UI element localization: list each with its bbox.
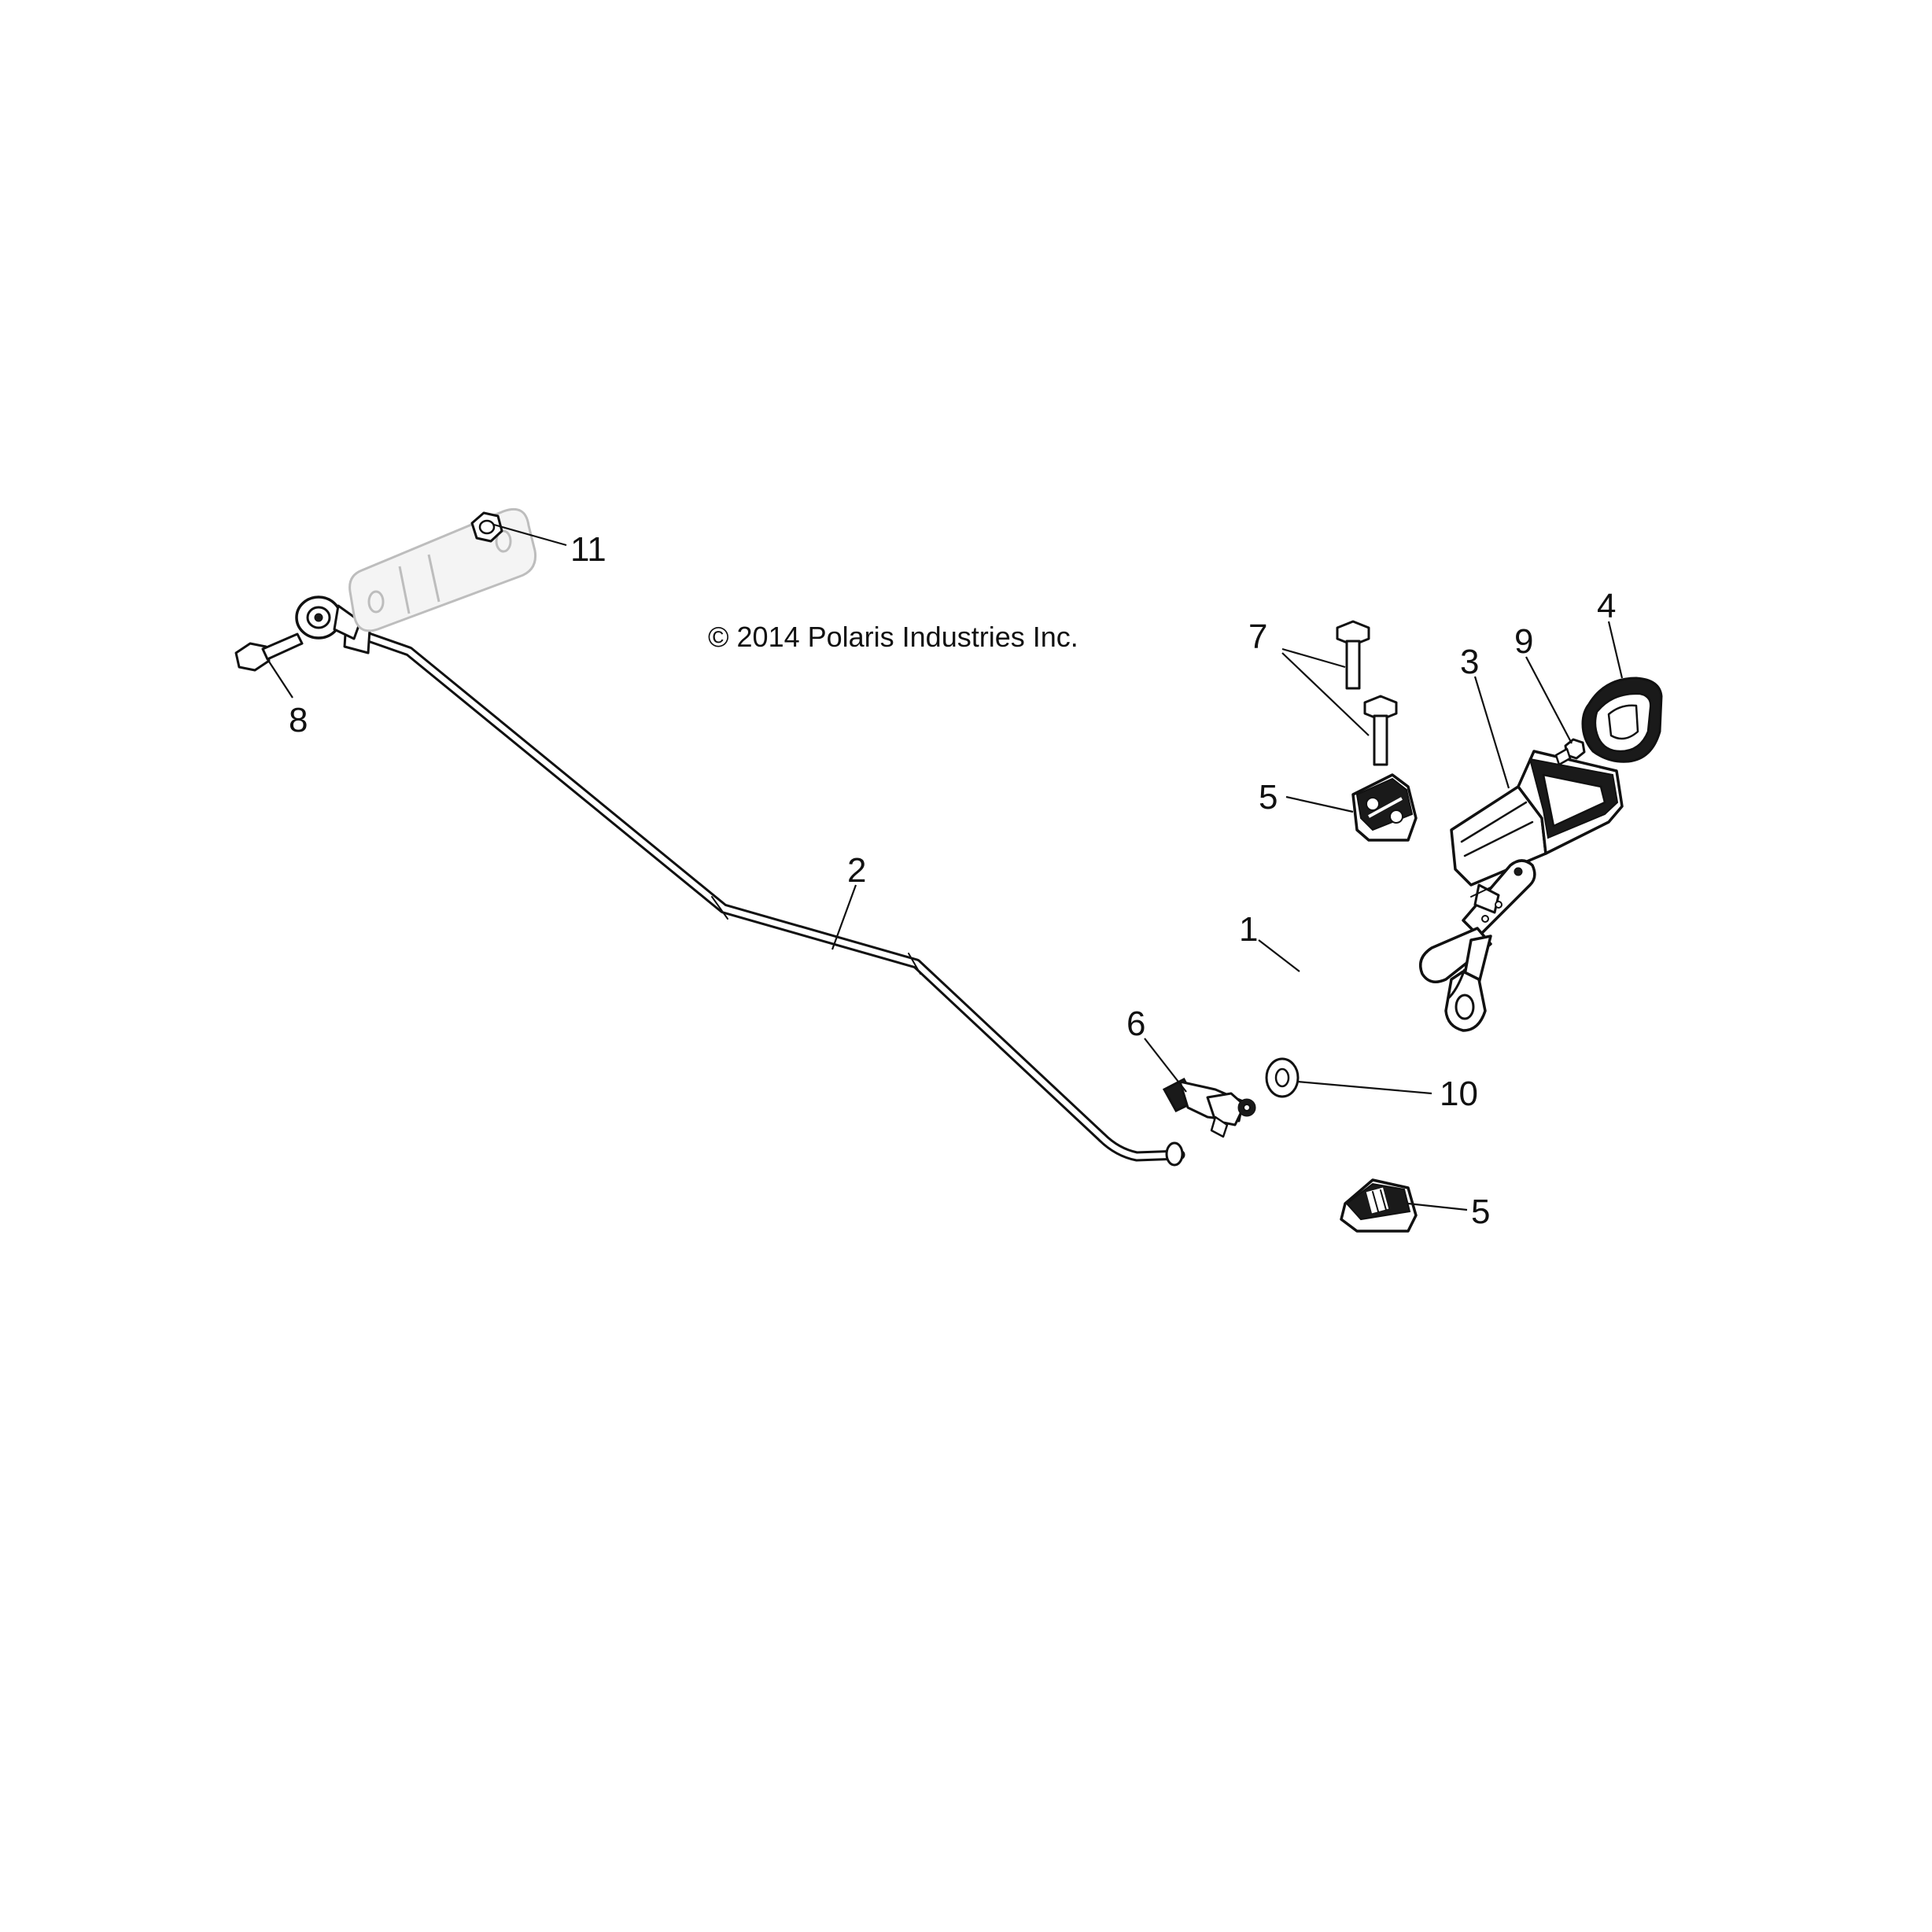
- shift-lever-part: [1419, 859, 1536, 1032]
- leader-8: [267, 658, 293, 699]
- leader-6: [1144, 1038, 1187, 1093]
- shift-boot-part: [1450, 750, 1624, 887]
- callout-1: 1: [1239, 910, 1258, 949]
- lever-bracket-lower-part: [1340, 1178, 1418, 1233]
- rod-clip-part: [1162, 1077, 1256, 1138]
- leader-2: [831, 884, 857, 950]
- leader-4: [1607, 621, 1624, 679]
- callout-3: 3: [1460, 643, 1479, 681]
- leader-9: [1525, 656, 1573, 744]
- lock-nut-part: [470, 511, 503, 543]
- callout-4: 4: [1597, 587, 1616, 625]
- leader-5-upper: [1285, 795, 1354, 813]
- leader-3: [1473, 676, 1510, 789]
- shift-rod-part: [295, 595, 1185, 1167]
- washer-part: [1265, 1057, 1300, 1098]
- copyright-text: © 2014 Polaris Industries Inc.: [708, 621, 1078, 653]
- callout-7: 7: [1248, 618, 1267, 656]
- leader-7b: [1281, 652, 1370, 736]
- bracket-bolts-part: [1336, 620, 1398, 766]
- callout-11: 11: [570, 530, 607, 569]
- leader-1: [1258, 939, 1300, 972]
- callout-5-lower: 5: [1471, 1193, 1490, 1231]
- callout-8: 8: [289, 701, 308, 739]
- knob-screw-part: [1554, 738, 1586, 766]
- leader-10: [1297, 1080, 1432, 1095]
- shift-knob-part: [1581, 677, 1663, 763]
- callout-6: 6: [1126, 1005, 1145, 1043]
- callout-2: 2: [847, 851, 866, 890]
- ghost-mount-bracket: [348, 507, 537, 632]
- leader-5-lower: [1407, 1202, 1468, 1211]
- rod-end-bolt-part: [234, 632, 304, 672]
- lever-bracket-upper-part: [1351, 773, 1418, 842]
- leader-11: [493, 523, 567, 547]
- leader-7a: [1281, 647, 1346, 669]
- callout-10: 10: [1440, 1075, 1478, 1113]
- callout-5-upper: 5: [1259, 778, 1278, 817]
- callout-9: 9: [1514, 622, 1533, 661]
